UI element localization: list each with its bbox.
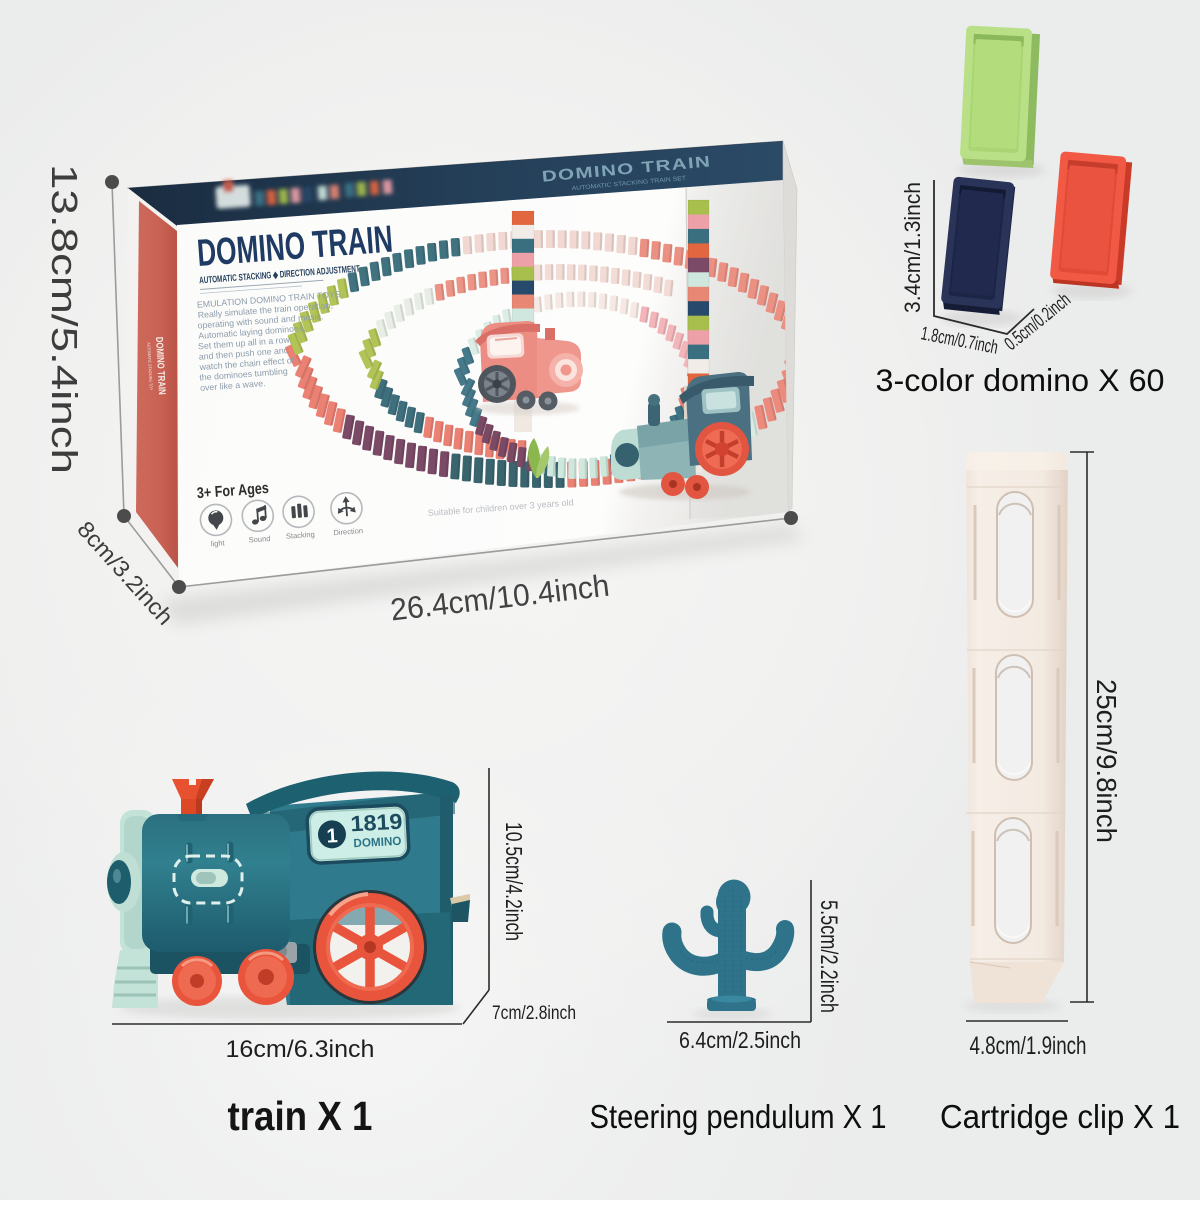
svg-text:4.8cm/1.9inch: 4.8cm/1.9inch (970, 1032, 1087, 1060)
svg-text:13.8cm/5.4inch: 13.8cm/5.4inch (44, 164, 85, 474)
svg-text:DOMINO: DOMINO (353, 834, 402, 850)
svg-text:6.4cm/2.5inch: 6.4cm/2.5inch (679, 1027, 801, 1053)
svg-text:train X 1: train X 1 (228, 1093, 373, 1139)
svg-text:7cm/2.8inch: 7cm/2.8inch (492, 1002, 576, 1024)
svg-text:10.5cm/4.2inch: 10.5cm/4.2inch (501, 822, 527, 941)
svg-text:Sound: Sound (248, 534, 270, 545)
svg-text:DOMINO TRAIN: DOMINO TRAIN (153, 337, 167, 395)
svg-text:16cm/6.3inch: 16cm/6.3inch (226, 1036, 375, 1063)
svg-text:AUTOMATIC STACKING TOY: AUTOMATIC STACKING TOY (146, 342, 154, 390)
svg-text:3-color domino X 60: 3-color domino X 60 (876, 362, 1165, 398)
svg-text:1: 1 (326, 825, 338, 848)
svg-text:Stacking: Stacking (286, 530, 315, 541)
svg-text:1819: 1819 (350, 809, 403, 837)
svg-text:light: light (211, 538, 226, 548)
svg-text:Steering pendulum X 1: Steering pendulum X 1 (590, 1098, 887, 1135)
svg-text:3+ For Ages: 3+ For Ages (196, 480, 269, 502)
svg-text:over like a wave.: over like a wave. (200, 378, 266, 393)
svg-text:25cm/9.8inch: 25cm/9.8inch (1091, 679, 1122, 843)
svg-text:Direction: Direction (333, 526, 363, 537)
svg-text:3.4cm/1.3inch: 3.4cm/1.3inch (900, 182, 925, 313)
svg-text:Cartridge clip X 1: Cartridge clip X 1 (940, 1098, 1180, 1135)
svg-text:5.5cm/2.2inch: 5.5cm/2.2inch (815, 900, 842, 1013)
